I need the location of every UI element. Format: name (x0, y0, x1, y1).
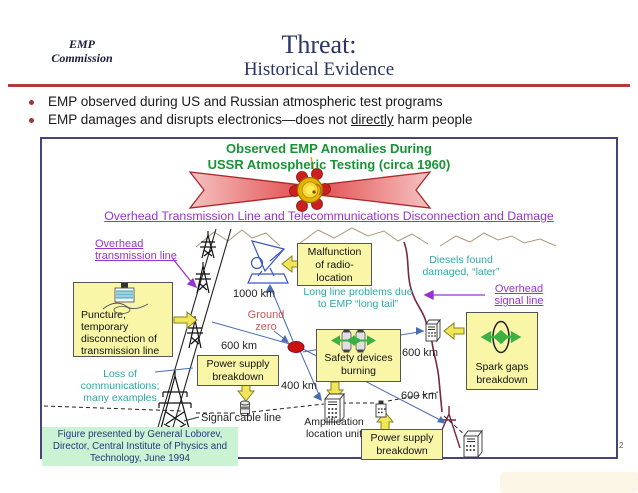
bullet-2: EMP damages and disrupts electronics—doe… (48, 112, 623, 127)
page-number: 2 (619, 441, 624, 450)
loss-of-communications-note: Loss of communications; many examples (80, 368, 160, 404)
bullet-dot-2 (29, 118, 34, 123)
long-line-problems-note: Long line problems due to EMP “long tail… (303, 286, 413, 310)
power-supply-callout-box-1: Power supply breakdown (197, 355, 279, 386)
slide-title-line2: Historical Evidence (243, 59, 395, 80)
figure-credit-box: Figure presented by General Loborev, Dir… (42, 427, 238, 466)
bullet-2-pre: EMP damages and disrupts electronics—doe… (48, 112, 351, 127)
artifact-smudge (500, 472, 638, 493)
safety-devices-callout-box: Safety devices burning (316, 329, 401, 382)
ground-zero-label: Ground zero (247, 309, 285, 334)
bullet-2-post: harm people (393, 112, 473, 127)
overhead-signal-line-label: Overhead signal line (494, 283, 544, 308)
distance-600km-lower-label: 600 km (401, 390, 438, 402)
puncture-callout-box: Puncture, temporary disconnection of tra… (73, 282, 173, 357)
distance-1000km-label: 1000 km (233, 288, 276, 300)
diagram-title: Observed EMP Anomalies During USSR Atmos… (207, 141, 451, 172)
diagram-subtitle-link: Overhead Transmission Line and Telecommu… (104, 209, 554, 223)
power-supply-callout-box-2: Power supply breakdown (361, 429, 443, 460)
signal-cable-line-label: Signal cable line (201, 412, 282, 424)
amplification-unit-label: Amplification location unit (304, 416, 364, 440)
slide-title-line1: Threat: (281, 30, 357, 59)
distance-400km-label: 400 km (281, 380, 318, 392)
header-rule (8, 84, 630, 87)
bullet-dot-1 (29, 100, 34, 105)
malfunction-callout-box: Malfunction of radio- location (297, 243, 372, 286)
spark-gaps-callout-box: Spark gaps breakdown (466, 312, 538, 390)
bullet-1: EMP observed during US and Russian atmos… (48, 94, 443, 109)
emp-commission-logo: EMP Commission (51, 37, 113, 65)
diesels-damaged-note: Diesels found damaged, “later” (422, 254, 500, 278)
distance-600km-left-label: 600 km (221, 340, 258, 352)
distance-600km-right-label: 600 km (402, 347, 439, 359)
overhead-transmission-line-label: Overhead transmission line (95, 238, 177, 263)
bullet-2-underlined-word: directly (350, 112, 394, 127)
